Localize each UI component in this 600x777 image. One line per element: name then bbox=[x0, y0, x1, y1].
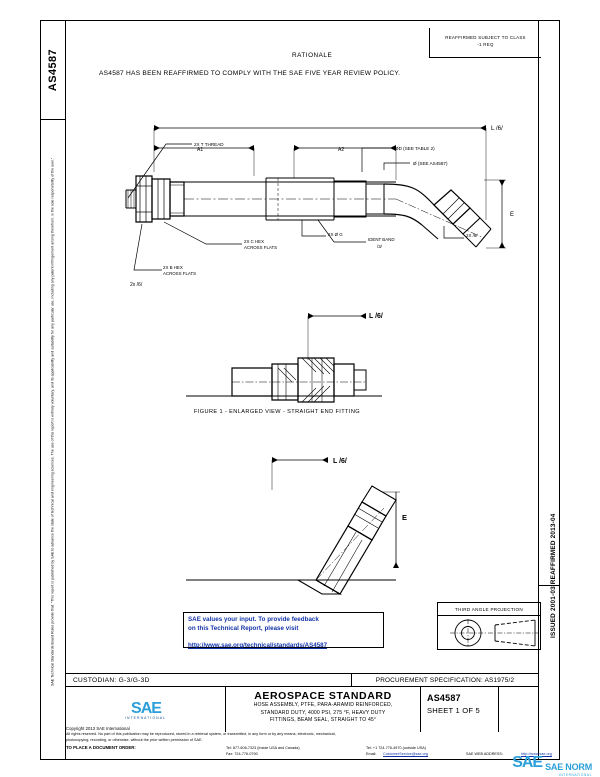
third-angle-projection-box: THIRD ANGLE PROJECTION bbox=[437, 602, 541, 650]
sae-logo: SAE INTERNATIONAL bbox=[110, 699, 182, 720]
document-number-cell: AS4587 SHEET 1 OF 5 bbox=[421, 687, 499, 732]
copyright-footer: Copyright 2013 SAE International All rig… bbox=[66, 726, 552, 761]
document-number-tab-label: AS4587 bbox=[46, 48, 59, 91]
label-hex-b-flats: ACROSS FLATS bbox=[163, 271, 196, 276]
feedback-callout: SAE values your input. To provide feedba… bbox=[183, 612, 384, 649]
fig2-dim-e-label: E bbox=[402, 513, 407, 522]
label-thread: 2X T THREAD bbox=[194, 142, 224, 147]
label-dim-a2: A2 bbox=[338, 147, 344, 153]
web-address-label: SAE WEB ADDRESS: bbox=[466, 751, 503, 756]
title-line-2: STANDARD DUTY, 4000 PSI, 275 °F, HEAVY D… bbox=[260, 709, 386, 716]
right-margin-divider bbox=[538, 585, 560, 586]
sae-logo-glyph: SAE bbox=[131, 700, 163, 717]
label-hex-c-flats: ACROSS FLATS bbox=[244, 245, 277, 250]
custodian-field: CUSTODIAN: G-3/G-3D bbox=[66, 674, 352, 687]
label-note-2x6: 2X /6/ bbox=[466, 233, 478, 238]
document-number: AS4587 bbox=[427, 693, 461, 703]
document-number-tab: AS4587 bbox=[40, 20, 66, 120]
title-block-row-main: SAE INTERNATIONAL AEROSPACE STANDARD HOS… bbox=[66, 687, 538, 732]
rationale-text: AS4587 HAS BEEN REAFFIRMED TO COMPLY WIT… bbox=[99, 70, 401, 77]
standard-title-cell: AEROSPACE STANDARD HOSE ASSEMBLY, PTFE, … bbox=[226, 687, 421, 732]
label-overall-length: L /6/ bbox=[491, 125, 503, 132]
legal-notice-text: SAE Technical Standards Board Rules prov… bbox=[50, 157, 55, 686]
copyright-line-2: All rights reserved. No part of this pub… bbox=[66, 732, 336, 737]
sae-norm-watermark: SAE SAE NORM INTERNATIONAL bbox=[512, 754, 592, 777]
order-tel-intl: Tel: +1 724-776-4970 (outside USA) bbox=[366, 745, 426, 750]
label-diameter-d: ØD (SEE TABLE 2) bbox=[395, 146, 435, 151]
svg-text:SAE: SAE bbox=[131, 700, 162, 716]
order-tel-us: Tel: 877-606-7323 (inside USA and Canada… bbox=[226, 745, 300, 750]
reaffirm-stamp-line1: REAFFIRMED SUBJECT TO CLASS bbox=[445, 35, 526, 40]
third-angle-projection-symbol bbox=[450, 619, 538, 647]
fig1-dim-label: L /6/ bbox=[369, 313, 383, 320]
watermark-subtitle: INTERNATIONAL bbox=[558, 773, 592, 777]
label-diameter-ref: Ø (SEE AS4587) bbox=[413, 161, 448, 166]
fig2-dim-label: L /6/ bbox=[333, 458, 347, 465]
rationale-heading: RATIONALE bbox=[292, 52, 333, 59]
watermark-mark: SAE bbox=[512, 754, 543, 771]
order-fax: Fax: 724-776-0790 bbox=[226, 751, 258, 756]
sae-logo-cell: SAE INTERNATIONAL bbox=[66, 687, 226, 732]
order-email-label: Email: bbox=[366, 751, 377, 756]
legal-notice-sidebar: SAE Technical Standards Board Rules prov… bbox=[40, 130, 66, 690]
watermark-name: SAE NORM bbox=[545, 762, 592, 772]
issue-history-text: ISSUED 2001-03 REAFFIRMED 2013-04 bbox=[550, 513, 557, 638]
figure-1-caption: FIGURE 1 - ENLARGED VIEW - STRAIGHT END … bbox=[194, 409, 360, 415]
drawing-body: REAFFIRMED SUBJECT TO CLASS -1 REQ RATIO… bbox=[66, 20, 541, 760]
copyright-line-3: photocopying, recording, or otherwise, w… bbox=[66, 738, 203, 743]
title-block: CUSTODIAN: G-3/G-3D PROCUREMENT SPECIFIC… bbox=[66, 673, 538, 732]
title-block-row-top: CUSTODIAN: G-3/G-3D PROCUREMENT SPECIFIC… bbox=[66, 674, 538, 687]
drawing-frame bbox=[40, 20, 560, 760]
label-hex-c: 2X C HEX bbox=[244, 239, 264, 244]
right-margin-column: ISSUED 2001-03 REAFFIRMED 2013-04 bbox=[538, 20, 560, 760]
sheet-number: SHEET 1 OF 5 bbox=[427, 706, 480, 715]
sae-logo-subtitle: INTERNATIONAL bbox=[124, 716, 167, 720]
feedback-line2: on this Technical Report, please visit bbox=[188, 624, 299, 632]
procurement-spec-field: PROCUREMENT SPECIFICATION: AS1975/2 bbox=[375, 677, 515, 684]
label-diameter-g: 2X Ø G bbox=[328, 232, 343, 237]
reaffirm-stamp-box: REAFFIRMED SUBJECT TO CLASS -1 REQ bbox=[429, 28, 541, 58]
label-dim-a1: A1 bbox=[197, 147, 203, 153]
label-ident-band: IDENT BAND bbox=[368, 237, 395, 242]
title-line-1: HOSE ASSEMBLY, PTFE, PARA-ARAMID REINFOR… bbox=[253, 702, 393, 708]
web-address[interactable]: http://www.sae.org bbox=[521, 751, 552, 756]
reaffirm-stamp-line2: -1 REQ bbox=[477, 42, 494, 47]
sae-logo-mark: SAE bbox=[110, 699, 182, 717]
feedback-line1: SAE values your input. To provide feedba… bbox=[188, 616, 319, 623]
standard-type-label: AEROSPACE STANDARD bbox=[254, 690, 392, 702]
label-note-2x6-left: 2x /6/ bbox=[130, 282, 143, 288]
left-margin-column bbox=[40, 20, 66, 760]
order-label: TO PLACE A DOCUMENT ORDER: bbox=[66, 744, 136, 750]
label-ident-band-note: /3/ bbox=[377, 244, 383, 249]
feedback-link[interactable]: http://www.sae.org/technical/standards/A… bbox=[188, 641, 328, 649]
label-hex-b: 2X B HEX bbox=[163, 265, 183, 270]
title-line-3: FITTINGS, BEAM SEAL, STRAIGHT TO 45° bbox=[269, 717, 377, 724]
order-email[interactable]: CustomerService@sae.org bbox=[383, 751, 429, 756]
third-angle-projection-label: THIRD ANGLE PROJECTION bbox=[438, 603, 540, 616]
copyright-line-1: Copyright 2013 SAE International bbox=[66, 726, 130, 731]
label-dim-e: E bbox=[510, 212, 514, 218]
